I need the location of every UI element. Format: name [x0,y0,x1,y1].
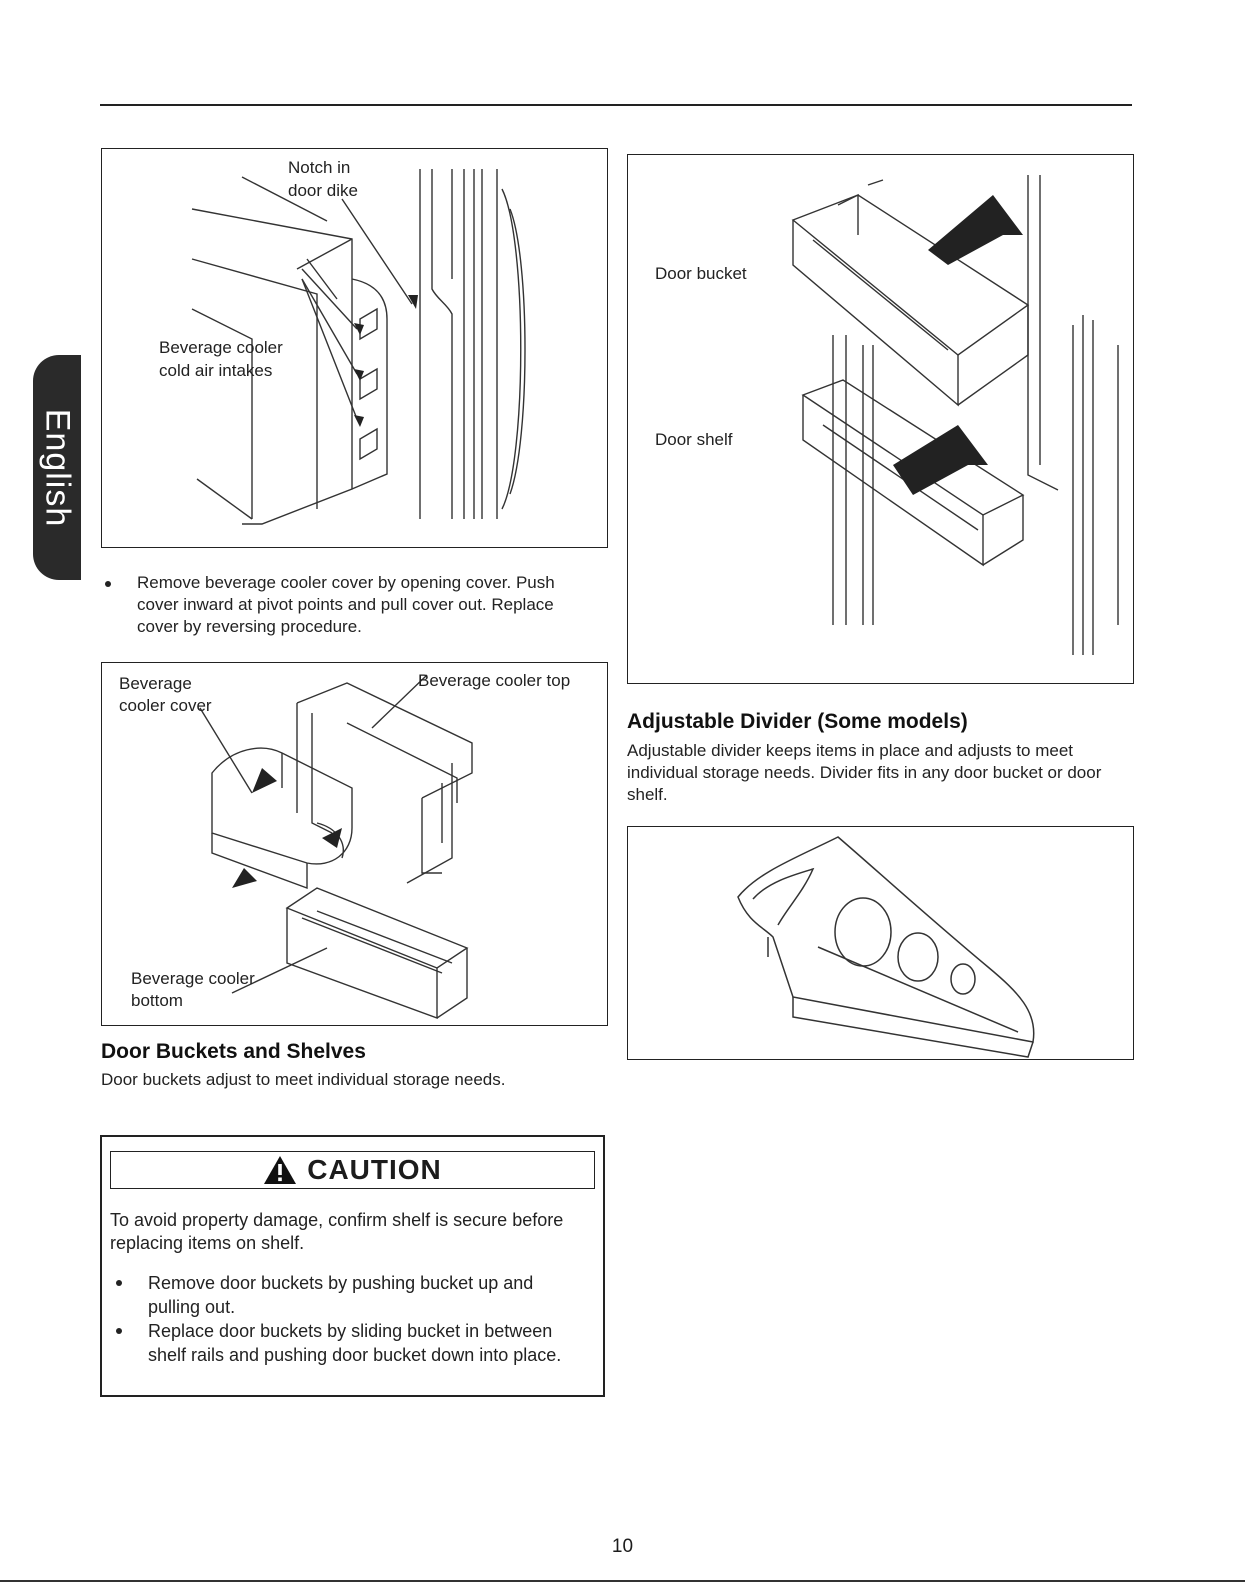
figure-door-bucket: Door bucket Door shelf [627,154,1134,684]
caution-list: Remove door buckets by pushing bucket up… [112,1271,582,1367]
cooler-parts-drawing [199,674,473,1020]
door-bucket-drawing [791,175,1119,655]
language-tab-label: English [38,408,77,527]
cooler-top-label: Beverage cooler top [418,671,571,690]
door-shelf-label: Door shelf [655,430,733,449]
cooler-cover-label-line2: cooler cover [119,696,212,715]
notch-label-line1: Notch in [288,158,351,177]
bottom-rule [0,1580,1245,1582]
door-buckets-body: Door buckets adjust to meet individual s… [101,1070,506,1089]
notch-label-line2: door dike [288,181,358,200]
adjustable-divider-heading: Adjustable Divider (Some models) [627,710,968,733]
page-number: 10 [611,1536,634,1557]
warning-triangle-icon [264,1156,297,1184]
cooler-bottom-label-line2: bottom [131,991,183,1010]
intakes-label-line2: cold air intakes [159,361,273,380]
caution-title: CAUTION [307,1154,442,1185]
caution-title-box: CAUTION [110,1151,595,1189]
adjustable-divider-body: Adjustable divider keeps items in place … [627,741,1102,804]
intakes-label-line1: Beverage cooler [159,338,283,357]
caution-intro: To avoid property damage, confirm shelf … [110,1210,564,1253]
adjustable-divider-drawing [737,836,1035,1058]
top-rule [100,104,1132,106]
cooler-cover-label-line1: Beverage [119,674,192,693]
caution-box: CAUTION To avoid property damage, confir… [100,1135,605,1397]
figure-cooler-intakes: Notch in door dike Beverage cooler cold … [101,148,608,548]
cooler-intakes-drawing [191,169,526,525]
door-bucket-label: Door bucket [655,264,747,283]
figure-adjustable-divider [627,826,1134,1060]
language-tab: English [33,355,81,580]
figure-cooler-parts: Beverage cooler cover Beverage cooler to… [101,662,608,1026]
cooler-bottom-label-line1: Beverage cooler [131,969,255,988]
cooler-removal-step: Remove beverage cooler cover by opening … [101,572,591,638]
door-buckets-heading: Door Buckets and Shelves [101,1040,366,1063]
cooler-removal-steps: Remove beverage cooler cover by opening … [101,572,591,638]
caution-item: Remove door buckets by pushing bucket up… [112,1271,582,1319]
caution-item: Replace door buckets by sliding bucket i… [112,1319,582,1367]
